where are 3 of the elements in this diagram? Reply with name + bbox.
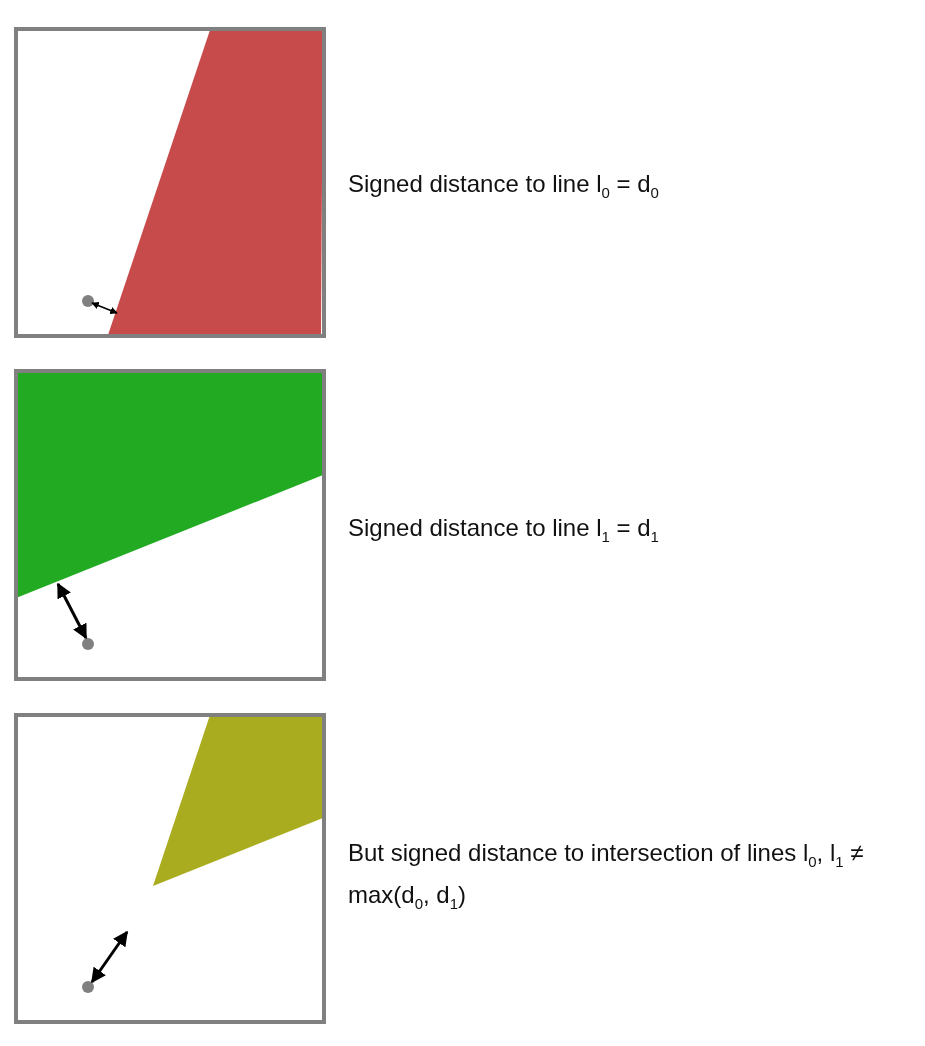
caption-text: Signed distance to line l$_{0}$ = d$_{0}$ <box>348 169 660 203</box>
caption-text: Signed distance to line l$_{1}$ = d$_{1}$ <box>348 513 660 547</box>
caption-text: But signed distance to intersection of lines l$_{0}$, l$_{1}$ ≠ max(d$_{0}$, d$_{1}$) <box>348 838 865 914</box>
